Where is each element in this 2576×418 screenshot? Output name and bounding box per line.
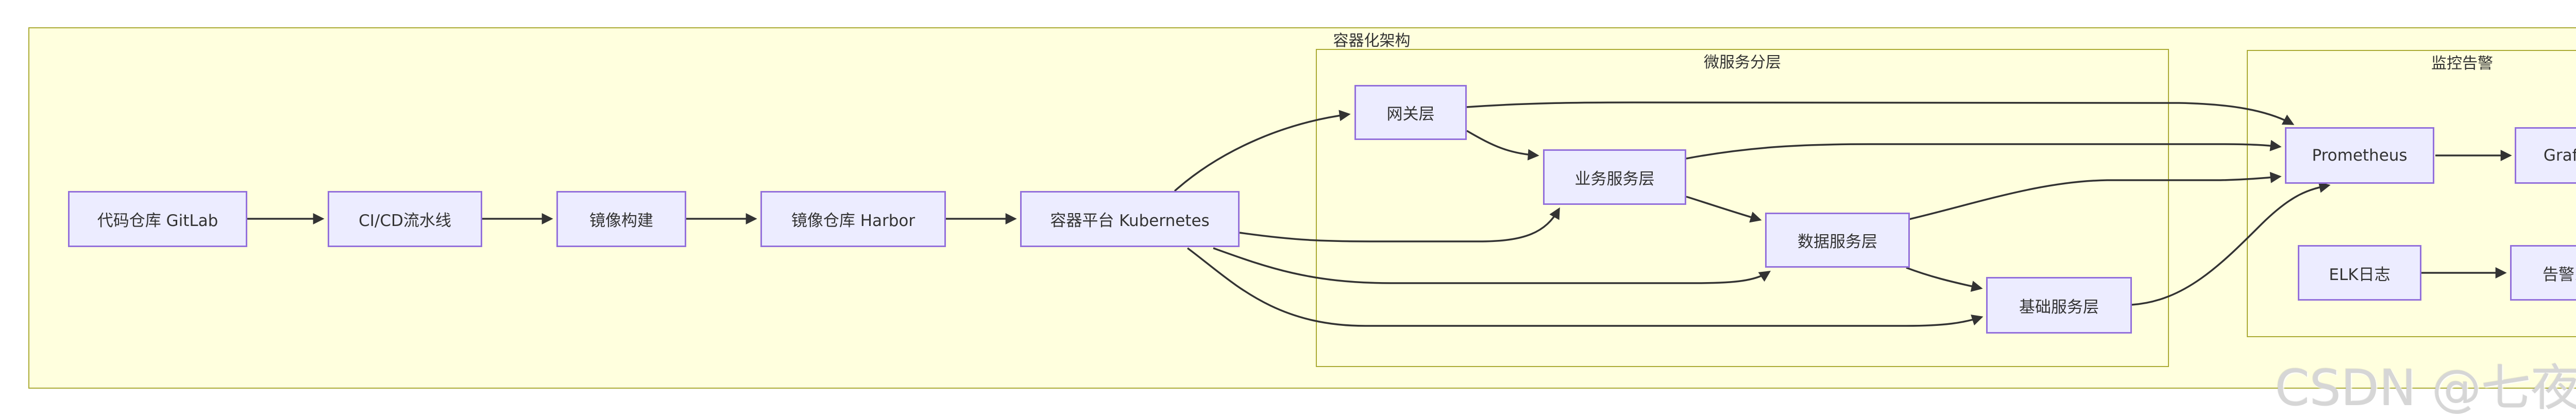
node-gitlab: 代码仓库 GitLab <box>68 191 247 247</box>
subgraph-containerized-title: 容器化架构 <box>1333 32 1411 50</box>
node-baseservice: 基础服务层 <box>1986 277 2132 334</box>
subgraph-monitoring-title: 监控告警 <box>2431 55 2493 73</box>
node-harbor: 镜像仓库 Harbor <box>760 191 946 247</box>
node-business: 业务服务层 <box>1543 149 1686 205</box>
node-elk: ELK日志 <box>2298 245 2421 301</box>
node-gateway: 网关层 <box>1354 85 1467 140</box>
node-prometheus: Prometheus <box>2285 127 2434 184</box>
node-dataservice: 数据服务层 <box>1765 213 1910 268</box>
csdn-watermark: CSDN @七夜zippoe <box>2275 359 2576 417</box>
node-cicd: CI/CD流水线 <box>328 191 482 247</box>
node-alertsystem: 告警系统 <box>2510 245 2576 301</box>
subgraph-microservices-title: 微服务分层 <box>1704 54 1781 72</box>
node-imagebuild: 镜像构建 <box>556 191 686 247</box>
node-grafana: Grafana <box>2515 127 2576 184</box>
node-k8s: 容器平台 Kubernetes <box>1020 191 1240 247</box>
